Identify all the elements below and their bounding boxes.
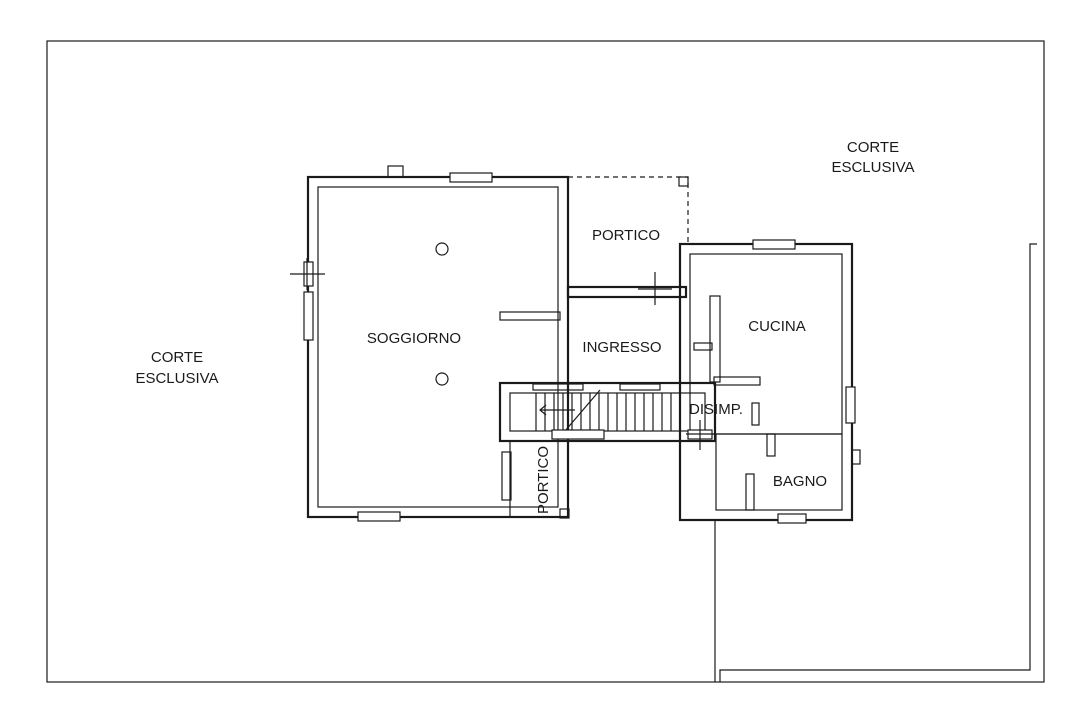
disimp-stub <box>751 402 760 426</box>
window-right-cucina <box>845 386 856 424</box>
label-bagno: BAGNO <box>773 473 827 490</box>
ingresso-wall-stub <box>693 342 713 351</box>
property-boundary <box>46 40 1045 683</box>
window-stair <box>551 429 605 440</box>
window-top-soggiorno <box>449 172 493 183</box>
bagno-wc-partition <box>745 473 755 511</box>
soggiorno-walls <box>306 175 570 519</box>
label-soggiorno: SOGGIORNO <box>367 330 461 347</box>
window-bagno <box>777 513 807 524</box>
label-corte-right-2: ESCLUSIVA <box>831 159 914 176</box>
window-left-soggiorno-2 <box>303 291 314 341</box>
staircase <box>498 381 717 443</box>
cucina-door-stub <box>713 376 761 386</box>
window-bottom-soggiorno <box>357 511 401 522</box>
label-corte-left-2: ESCLUSIVA <box>135 370 218 387</box>
label-portico-top: PORTICO <box>592 227 660 244</box>
cucina-partition-left <box>709 295 721 383</box>
portico-bottom-outline <box>510 441 569 518</box>
label-ingresso: INGRESSO <box>582 339 661 356</box>
ceiling-light-2 <box>435 372 449 386</box>
portico-bottom-pillar <box>559 508 570 519</box>
partition-soggiorno-ingresso <box>499 311 561 321</box>
ingresso-wall-top <box>566 285 688 299</box>
label-cucina: CUCINA <box>748 318 806 335</box>
chimney <box>387 165 404 178</box>
courtyard-divider-inner <box>719 243 1037 682</box>
window-top-cucina <box>752 239 796 250</box>
bagno-partition <box>766 433 776 457</box>
label-disimp: DISIMP. <box>689 401 743 418</box>
bagno-pipe <box>851 449 861 465</box>
label-corte-left-1: CORTE <box>151 349 203 366</box>
portico-top-pillar <box>678 176 689 187</box>
ceiling-light-1 <box>435 242 449 256</box>
label-corte-right-1: CORTE <box>847 139 899 156</box>
label-portico-bottom: PORTICO <box>535 446 552 514</box>
bagno-walls <box>715 433 843 511</box>
window-right-soggiorno <box>501 451 512 501</box>
